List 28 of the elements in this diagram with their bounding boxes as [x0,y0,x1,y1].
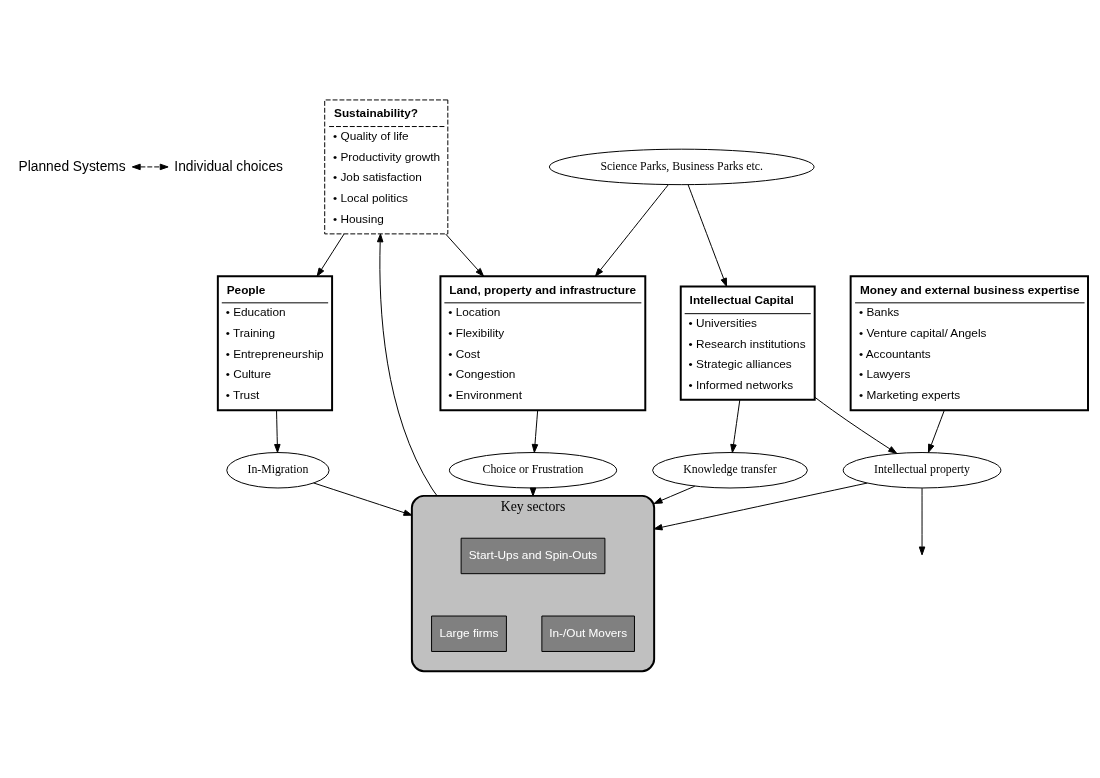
arrow [927,409,945,453]
node-ellipse: Science Parks, Business Parks etc. [548,148,815,185]
arrow [730,399,741,453]
node-box: Sustainability? • Quality of life • Productivity growth • Job satisfaction • Local politics • Housing [324,98,449,234]
arrow [653,485,696,504]
node-ellipse: Intellectual property [842,451,1002,488]
node-box: Land, property and infrastructure • Location • Flexibility • Cost • Congestion • Environment [439,274,647,411]
node-box: Start-Ups and Spin-Outs [460,537,606,574]
node-ellipse: In-Migration [226,451,330,488]
node-text: Planned Systems [18,158,126,174]
node-box: Intellectual Capital • Universities • Research institutions • Strategic alliances • Informed networks [679,285,816,401]
node-ellipse: Knowledge transfer [652,451,808,488]
arrow [376,232,438,496]
arrow [687,183,728,287]
node-box: In-/Out Movers [541,615,635,652]
arrow [918,487,926,555]
node-text: Individual choices [174,158,284,174]
arrow [595,183,669,277]
arrow [274,409,281,453]
arrow [531,409,539,453]
arrow [814,396,898,454]
arrow [445,233,484,277]
node-box: Large firms [431,615,507,652]
arrow [131,163,169,170]
arrow [653,482,868,530]
arrow [316,233,345,277]
node-box: People • Education • Training • Entrepreneurship • Culture • Trust [216,274,334,411]
arrow [313,482,413,516]
